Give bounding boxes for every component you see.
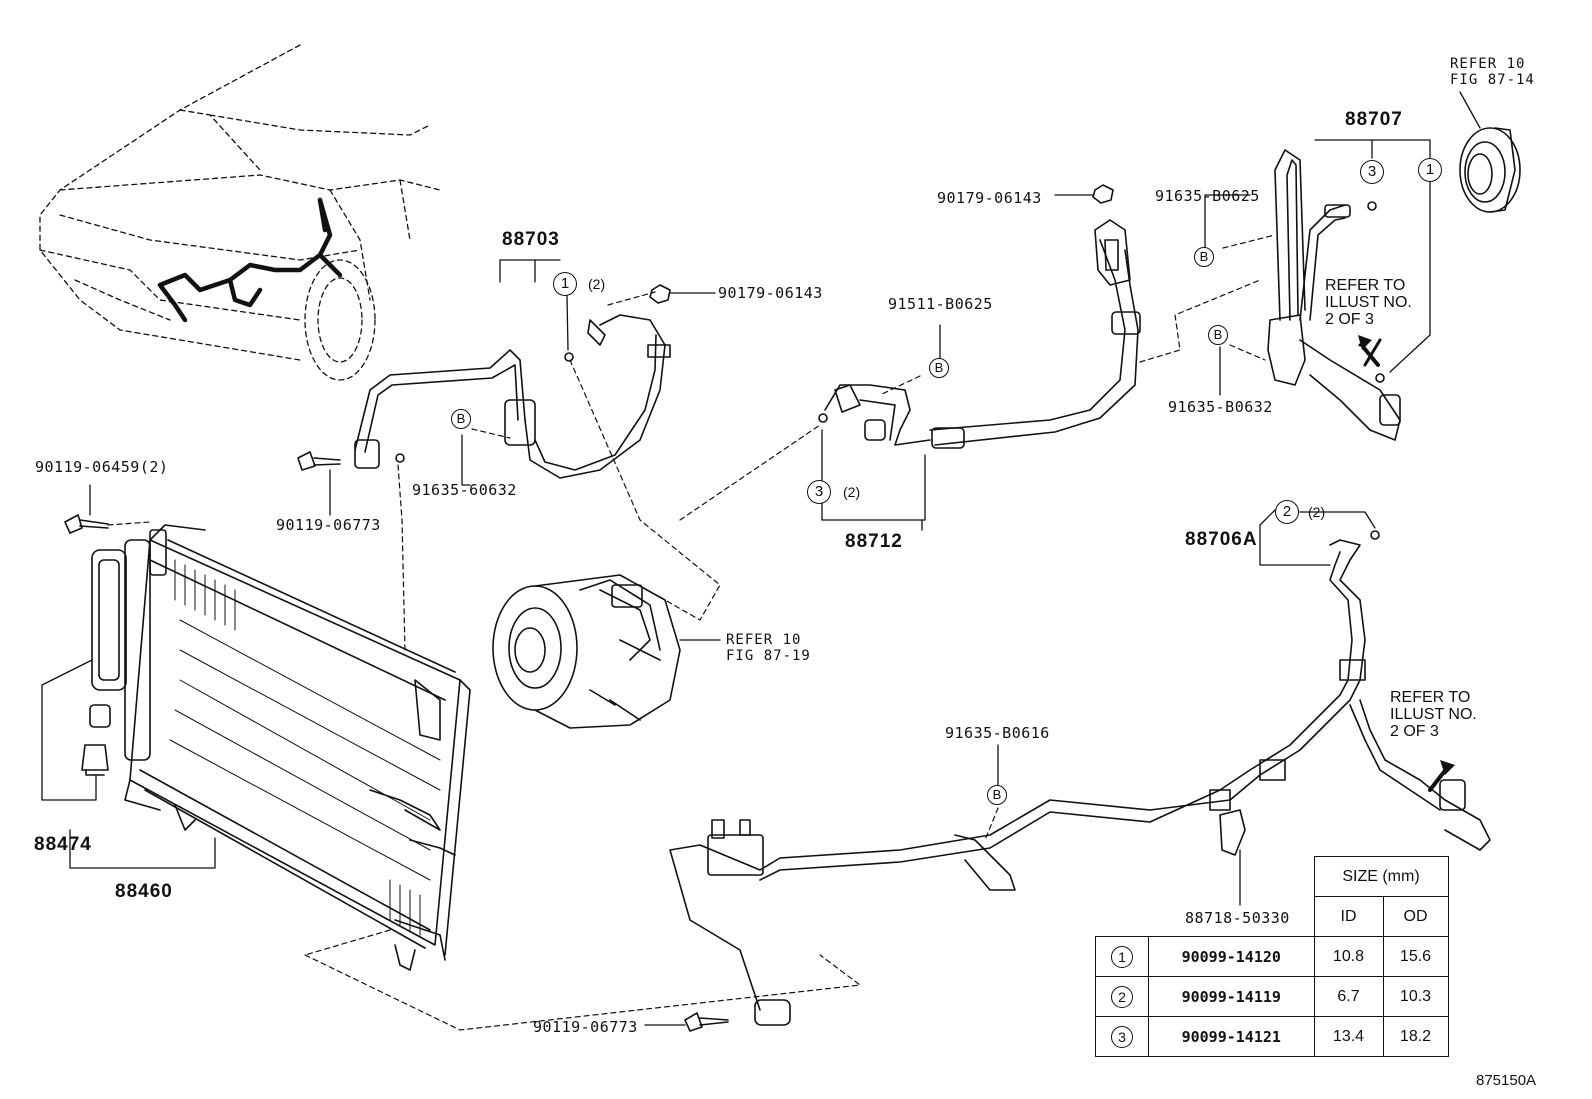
size-table-part-cell: 90099-14120 xyxy=(1148,936,1315,977)
callout-2-oring-88706a: 2 xyxy=(1275,500,1299,524)
ref-illust-upper-line1: REFER TO xyxy=(1325,277,1406,294)
label-90119-06773-lower: 90119-06773 xyxy=(533,1018,638,1036)
size-table-subheader-row: ID OD xyxy=(1096,896,1449,937)
row-key-circle: 3 xyxy=(1111,1025,1133,1048)
hose-88707 xyxy=(1267,149,1401,441)
row-key-circle: 2 xyxy=(1111,985,1133,1008)
callout-3-count: (2) xyxy=(843,484,861,500)
size-table-blank-cell xyxy=(1149,857,1315,897)
hose-88703 xyxy=(354,314,671,479)
size-table-col-od: OD xyxy=(1382,896,1449,937)
label-90179-06143-right: 90179-06143 xyxy=(937,189,1042,207)
ref-illust-lower-line1: REFER TO xyxy=(1390,689,1471,706)
size-table-header-row: SIZE (mm) xyxy=(1096,856,1449,897)
callout-b-91635-b0632: B xyxy=(1208,325,1228,345)
label-88706a: 88706A xyxy=(1185,529,1258,550)
label-91635-b0632: 91635-B0632 xyxy=(1168,398,1273,416)
callout-3-oring-88712: 3 xyxy=(807,480,831,504)
label-91511-b0625: 91511-B0625 xyxy=(888,295,993,313)
size-table-part-cell: 90099-14121 xyxy=(1148,1016,1315,1057)
figure-number: 875150A xyxy=(1476,1072,1537,1089)
bolt-90119-06459 xyxy=(64,514,109,534)
ref-illust-lower-line3: 2 OF 3 xyxy=(1390,723,1439,740)
callout-b-91635-60632: B xyxy=(451,409,471,429)
ref-illust-upper-line3: 2 OF 3 xyxy=(1325,311,1374,328)
label-91635-60632: 91635-60632 xyxy=(412,481,517,499)
ref-fig-87-14: REFER 10 FIG 87-14 xyxy=(1450,56,1535,88)
label-88474: 88474 xyxy=(34,834,92,855)
size-table-header: SIZE (mm) xyxy=(1313,856,1449,897)
size-table-blank-cell xyxy=(1149,897,1315,937)
ref-fig-87-14-line2: FIG 87-14 xyxy=(1450,72,1535,88)
label-91635-b0625: 91635-B0625 xyxy=(1155,187,1260,205)
label-88712: 88712 xyxy=(845,531,903,552)
nut-90179-06143-left xyxy=(649,284,671,304)
label-88707: 88707 xyxy=(1345,109,1403,130)
size-table-id-cell: 10.8 xyxy=(1313,936,1384,977)
seal-ring xyxy=(1459,127,1521,213)
size-table-id-cell: 6.7 xyxy=(1313,976,1384,1017)
ref-fig-87-14-line1: REFER 10 xyxy=(1450,56,1526,72)
size-table-blank-cell xyxy=(1096,897,1149,937)
bolt-90119-06773-upper xyxy=(297,451,341,471)
vehicle-outline xyxy=(39,44,441,381)
ref-illust-lower: REFER TO ILLUST NO. 2 OF 3 xyxy=(1390,689,1477,740)
size-table-od-cell: 15.6 xyxy=(1382,936,1449,977)
callout-1-oring-88703: 1 xyxy=(553,272,577,296)
callout-b-91635-b0625: B xyxy=(1194,247,1214,267)
size-table-od-cell: 10.3 xyxy=(1382,976,1449,1017)
hose-88712 xyxy=(818,219,1141,449)
label-88718-50330: 88718-50330 xyxy=(1185,909,1290,927)
ref-illust-upper-line2: ILLUST NO. xyxy=(1325,294,1412,311)
condenser-fins xyxy=(169,559,441,936)
nut-90179-06143-right xyxy=(1092,184,1114,204)
callout-b-91511-b0625: B xyxy=(929,358,949,378)
ref-fig-87-19: REFER 10 FIG 87-19 xyxy=(726,632,811,664)
leader-88474 xyxy=(41,659,97,801)
size-table-od-cell: 18.2 xyxy=(1382,1016,1449,1057)
callout-1-count: (2) xyxy=(588,276,606,292)
callout-b-91635-b0616: B xyxy=(987,785,1007,805)
label-90119-06459: 90119-06459(2) xyxy=(35,458,169,476)
condenser-brackets-88474 xyxy=(81,549,127,776)
size-table-part-cell: 90099-14119 xyxy=(1148,976,1315,1017)
ref-fig-87-19-line1: REFER 10 xyxy=(726,632,802,648)
oring-size-table: SIZE (mm) ID OD 1 90099-14120 10.8 15.6 … xyxy=(1095,856,1449,1057)
bolt-90119-06773-lower xyxy=(684,1012,729,1032)
ref-fig-87-19-line2: FIG 87-19 xyxy=(726,648,811,664)
label-90119-06773-upper: 90119-06773 xyxy=(276,516,381,534)
size-table-key-cell: 2 xyxy=(1095,976,1149,1017)
label-91635-b0616: 91635-B0616 xyxy=(945,724,1050,742)
wiring-harness xyxy=(157,197,343,323)
condenser-assembly xyxy=(124,524,471,971)
table-row: 1 90099-14120 10.8 15.6 xyxy=(1095,936,1449,977)
tube-88706a xyxy=(669,530,1491,1026)
table-row: 3 90099-14121 13.4 18.2 xyxy=(1095,1016,1449,1057)
size-table-key-cell: 1 xyxy=(1095,936,1149,977)
size-table-col-id: ID xyxy=(1313,896,1384,937)
leader-88460 xyxy=(69,829,216,869)
row-key-circle: 1 xyxy=(1111,945,1133,968)
label-90179-06143-left: 90179-06143 xyxy=(718,284,823,302)
label-88703: 88703 xyxy=(502,229,560,250)
label-88460: 88460 xyxy=(115,881,173,902)
callout-2-count: (2) xyxy=(1308,504,1326,520)
clamp-88718-50330 xyxy=(1219,809,1246,856)
size-table-id-cell: 13.4 xyxy=(1313,1016,1384,1057)
size-table-blank-cell xyxy=(1096,857,1149,897)
table-row: 2 90099-14119 6.7 10.3 xyxy=(1095,976,1449,1017)
ref-illust-lower-line2: ILLUST NO. xyxy=(1390,706,1477,723)
callout-3-oring-88707: 3 xyxy=(1360,160,1384,184)
callout-1-oring-88707: 1 xyxy=(1418,158,1442,182)
ref-illust-upper: REFER TO ILLUST NO. 2 OF 3 xyxy=(1325,277,1412,328)
compressor xyxy=(492,574,681,729)
size-table-key-cell: 3 xyxy=(1095,1016,1149,1057)
